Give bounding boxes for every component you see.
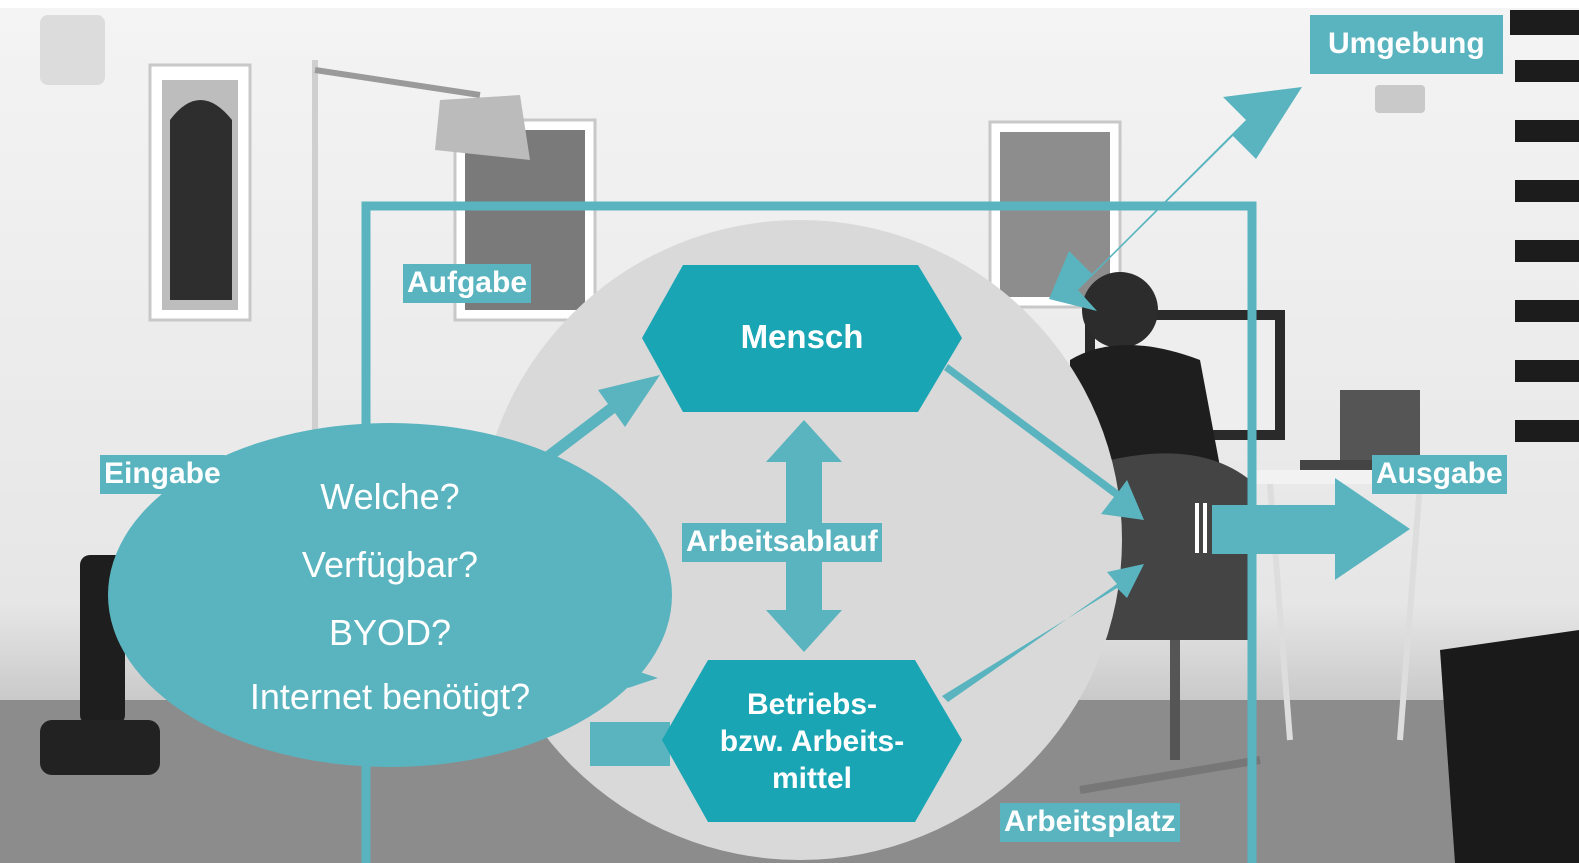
betriebsmittel-hexagon (662, 660, 962, 822)
arbeitsplatz-label: Arbeitsplatz (1000, 803, 1180, 842)
betriebsmittel-line-2: bzw. Arbeits- (719, 725, 905, 758)
umgebung-label: Umgebung (1310, 15, 1503, 74)
betriebsmittel-line-1: Betriebs- (746, 688, 878, 721)
aufgabe-label: Aufgabe (403, 264, 531, 303)
bubble-line-byod: BYOD? (328, 612, 452, 653)
bubble-line-verfuegbar: Verfügbar? (301, 544, 479, 585)
eingabe-to-mensch-arrow (533, 375, 660, 470)
betriebsmittel-label: Betriebs- bzw. Arbeits- mittel (662, 686, 962, 797)
ausgabe-label: Ausgabe (1372, 455, 1507, 494)
eingabe-to-betriebsmittel-connector (590, 722, 670, 766)
bubble-line-internet: Internet benötigt? (249, 676, 531, 717)
mensch-hexagon (642, 265, 962, 412)
ausgabe-arrow (1212, 478, 1410, 580)
mensch-label: Mensch (740, 318, 864, 355)
question-bubble (108, 423, 672, 767)
junction-mark (1203, 503, 1207, 553)
bubble-line-welche: Welche? (320, 476, 460, 517)
betriebsmittel-to-output-arrow (942, 564, 1144, 702)
umgebung-double-arrow (1049, 87, 1302, 311)
mensch-to-output-arrow (944, 364, 1144, 520)
betriebsmittel-line-3: mittel (771, 762, 852, 795)
arbeitsablauf-label: Arbeitsablauf (682, 523, 882, 562)
junction-mark (1195, 503, 1199, 553)
eingabe-label: Eingabe (100, 455, 225, 494)
